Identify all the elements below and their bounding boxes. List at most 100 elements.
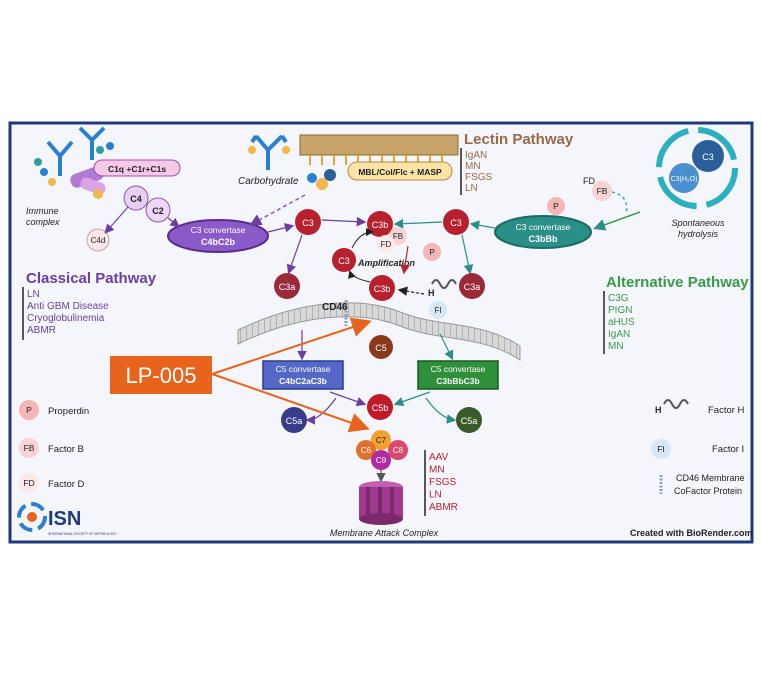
c3a-right-node [459, 273, 485, 299]
c5-node [369, 335, 393, 359]
to-c5a-right-arrow [425, 397, 457, 424]
masp-icon [307, 169, 336, 190]
legend-factorh-label: Factor H [708, 405, 745, 416]
isn-logo: ISN INTERNATIONAL SOCIETY OF NEPHROLOGY [17, 502, 118, 536]
disease-item: LN [27, 289, 40, 300]
hydrolysis-to-fb-arrow [611, 191, 628, 215]
alt-p-node [547, 197, 565, 215]
hydrolysis-ring [656, 127, 738, 209]
h-inhibits-c3b-arrow [397, 286, 425, 296]
c5b-label: C5b [372, 403, 389, 413]
disease-item: IgAN [465, 150, 487, 161]
lectin-receptor-bar [299, 134, 459, 156]
legend-factord-label: Factor D [48, 479, 85, 490]
callout-box [110, 356, 212, 394]
c3-right-to-c3b-arrow [393, 218, 443, 229]
disease-item: MN [429, 465, 445, 476]
left-conv-to-c5b-arrow [329, 391, 367, 407]
legend-factorh-symbol: H [655, 405, 662, 415]
disease-item: ABMR [27, 325, 56, 336]
c5-conv-left-name: C4bC2aC3b [279, 376, 327, 386]
legend-factorb-label: Factor B [48, 444, 84, 455]
alt-c3-node [692, 140, 724, 172]
cd46-label: CD46 [322, 302, 348, 313]
classical-convertase-title: C3 convertase [191, 225, 246, 235]
disease-item: FSGS [465, 172, 493, 183]
mac-label: Membrane Attack Complex [330, 528, 439, 538]
cell-membrane [237, 302, 521, 361]
to-c5a-left-arrow [305, 397, 337, 425]
disease-item: AAV [429, 452, 449, 463]
c9-label: C9 [376, 456, 387, 465]
legend-properdin-symbol: P [26, 405, 32, 415]
c3b-mid-to-c3-arrow [348, 270, 371, 283]
disease-item: C3G [608, 293, 629, 304]
mac-pore-icon [359, 481, 403, 525]
c2-node [145, 197, 171, 223]
callout-arrow-upper [211, 317, 372, 375]
legend-factor-h-icon [663, 399, 689, 409]
c9-node [371, 450, 391, 470]
disease-item: Anti GBM Disease [27, 301, 109, 312]
alternative-title: Alternative Pathway [606, 274, 749, 291]
c5-convertase-left [262, 360, 344, 390]
isn-logo-text: ISN [48, 508, 81, 530]
disease-item: ABMR [429, 502, 458, 513]
disease-item: aHUS [608, 317, 635, 328]
biorender-credit: Created with BioRender.com [630, 528, 753, 538]
classical-conv-to-c3-arrow [267, 223, 295, 233]
center-p-label: P [429, 248, 434, 257]
c2-label: C2 [152, 206, 164, 216]
c3b-top-label: C3b [372, 220, 389, 230]
legend-factord-icon [19, 473, 39, 493]
c5b-node [367, 394, 393, 420]
callout-label: LP-005 [126, 363, 197, 388]
isn-logo-subtext: INTERNATIONAL SOCIETY OF NEPHROLOGY [48, 532, 118, 536]
c3-left-to-c3b-arrow [321, 216, 367, 227]
c2-to-convertase-arrow [167, 217, 180, 228]
center-p-node [423, 243, 441, 261]
mbl-complex-label: MBL/Col/Flc + MASP [358, 167, 442, 177]
center-h-label: H [428, 288, 435, 298]
center-cascade: C3 C3b C3 C3a C3a FB FD P C3 Amplificati… [237, 209, 521, 538]
c1-box [93, 159, 181, 177]
c8-node [388, 440, 408, 460]
legend-right: H Factor H FI Factor I CD46 Membrane CoF… [651, 399, 745, 496]
right-conv-to-c5b-arrow [393, 391, 431, 407]
c3-right-node [443, 209, 469, 235]
legend-factori-symbol: FI [657, 444, 665, 454]
alt-p-label: P [553, 201, 559, 211]
alternative-convertase-name: C3bBb [529, 234, 559, 244]
c3a-right-label: C3a [464, 282, 481, 292]
alt-conv-to-c3-arrow [469, 220, 496, 230]
c4-to-c4d-arrow [104, 206, 129, 234]
lectin-to-convertase-arrow [249, 194, 306, 226]
c3-mid-label: C3 [338, 256, 350, 266]
c5-conv-right-name: C3bBbC3b [436, 376, 479, 386]
c4-label: C4 [130, 194, 142, 204]
immune-complex-icon [34, 126, 114, 186]
legend-cd46-label-1: CD46 Membrane [676, 473, 745, 483]
c3a-left-node [274, 273, 300, 299]
disease-item: MN [608, 341, 624, 352]
alt-fb-label: FB [597, 186, 608, 196]
hydrolysis-to-convertase-arrow [593, 211, 641, 231]
c7-node [371, 430, 391, 450]
center-fb-label: FB [393, 232, 403, 241]
c3h2o-node [669, 163, 699, 193]
c5a-left-node [281, 407, 307, 433]
c5-conv-left-title: C5 convertase [276, 364, 331, 374]
callout-arrow-lower [211, 373, 370, 433]
disease-item: PIGN [608, 305, 632, 316]
c6-label: C6 [361, 446, 372, 455]
amplification-label: Amplification [357, 258, 416, 268]
amplification-loop [351, 228, 374, 249]
c5a-right-label: C5a [461, 416, 478, 426]
legend-cd46-label-2: CoFactor Protein [674, 486, 742, 496]
